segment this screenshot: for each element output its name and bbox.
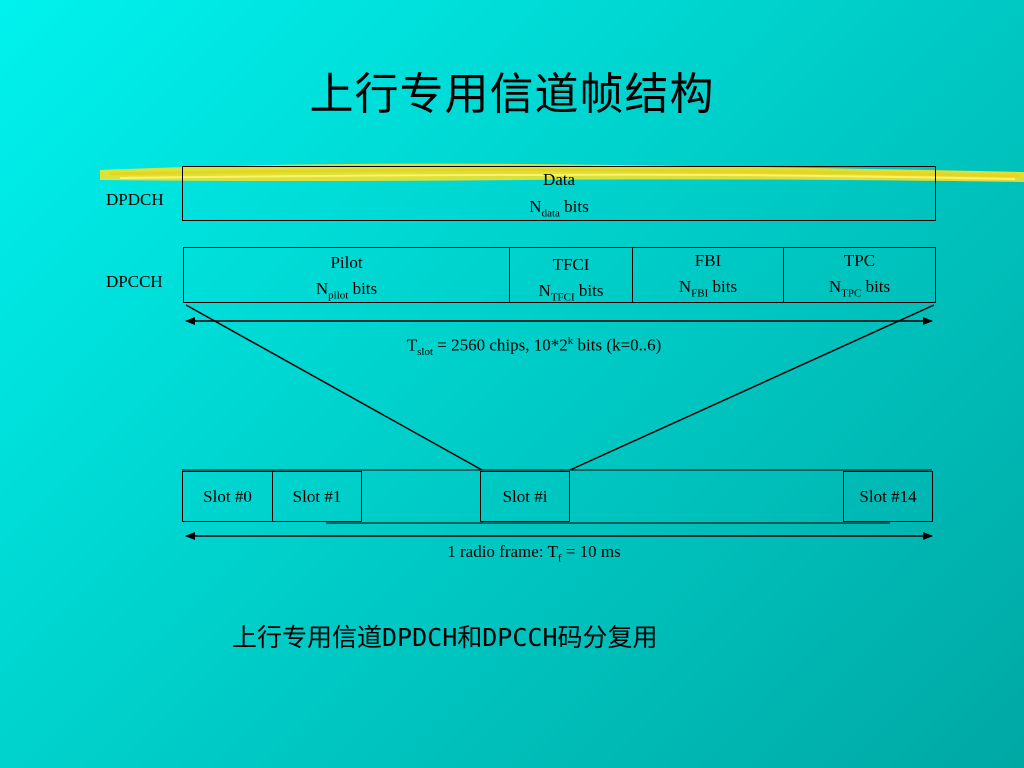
slot-1-label: Slot #1 [292,487,342,506]
zoom-line-right [569,304,935,471]
caption: 上行专用信道DPDCH和DPCCH码分复用 [232,623,658,652]
tslot-label: Tslot = 2560 chips, 10*2k bits (k=0..6) [406,335,662,359]
dpcch-pilot-field: Pilot Npilot bits [183,247,510,303]
dpdch-label: DPDCH [106,190,164,209]
dpcch-tfci-field: TFCI NTFCI bits [509,247,633,303]
dpdch-data-name: Data [542,170,576,189]
slot-0: Slot #0 [182,471,273,522]
dpcch-fbi-field: FBI NFBI bits [632,247,784,303]
brush-stroke-decoration [100,163,1024,182]
slot-i-label: Slot #i [502,487,548,506]
tfci-bits: NTFCI bits [538,281,604,304]
fbi-name: FBI [694,251,722,270]
pilot-bits: Npilot bits [315,279,378,302]
slot-14: Slot #14 [843,471,933,522]
slot-14-label: Slot #14 [859,487,917,506]
tpc-name: TPC [843,251,876,270]
dpdch-data-bits: Ndata bits [529,197,589,220]
slot-0-label: Slot #0 [203,487,252,506]
frame-label: 1 radio frame: Tf = 10 ms [447,542,621,565]
slot-1: Slot #1 [272,471,362,522]
dpcch-label: DPCCH [106,272,163,291]
dpcch-tpc-field: TPC NTPC bits [783,247,936,303]
dpdch-data-field: Data Ndata bits [182,166,936,221]
slot-i: Slot #i [480,471,570,522]
tpc-bits: NTPC bits [828,277,891,300]
tfci-name: TFCI [552,255,590,274]
fbi-bits: NFBI bits [678,277,738,300]
page-title: 上行专用信道帧结构 [309,69,715,120]
zoom-line-left [185,304,483,471]
pilot-name: Pilot [330,253,363,272]
